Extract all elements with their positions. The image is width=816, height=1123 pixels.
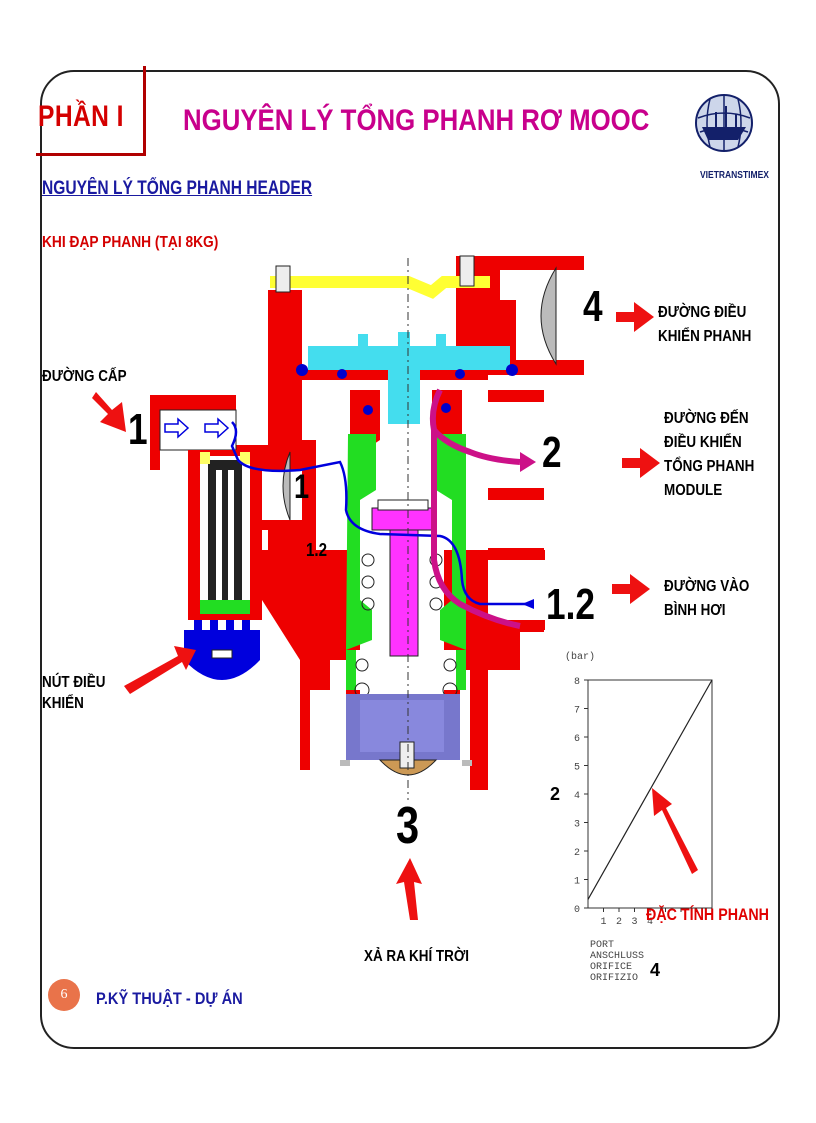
chart-y-tick-label: 8 bbox=[574, 677, 580, 688]
page-number-badge: 6 bbox=[48, 979, 80, 1011]
exhaust-label: XẢ RA KHÍ TRỜI bbox=[364, 948, 470, 965]
section-divider-horizontal bbox=[36, 153, 146, 156]
section-tag: PHẦN I bbox=[38, 100, 124, 133]
chart-unit-label: (bar) bbox=[565, 652, 596, 663]
chart-series-line bbox=[587, 679, 713, 900]
chart-x-tick-label: 2 bbox=[616, 917, 622, 928]
port12-pointer-arrow-icon bbox=[612, 574, 650, 604]
port4-pointer-arrow-icon bbox=[616, 302, 654, 332]
chart-y-tick-label: 2 bbox=[574, 848, 580, 859]
section-divider-vertical bbox=[143, 66, 146, 156]
chart-annotation: ĐẶC TÍNH PHANH bbox=[646, 905, 769, 924]
valve-stem bbox=[389, 529, 419, 657]
chart-y-tick-label: 7 bbox=[574, 706, 580, 717]
to-tank-label-2: BÌNH HƠI bbox=[664, 602, 726, 619]
control-line-label-1: ĐƯỜNG ĐIỀU bbox=[658, 304, 747, 321]
port-3-label: 3 bbox=[396, 797, 420, 855]
supply-inflow-arrow-icon bbox=[164, 417, 190, 439]
state-label: KHI ĐẠP PHANH (TẠI 8KG) bbox=[42, 234, 219, 251]
chart-annotation-arrow-icon bbox=[652, 788, 698, 874]
supply-filter-icon bbox=[282, 451, 291, 521]
chart-y-tick-label: 6 bbox=[574, 734, 580, 745]
port-4-label: 4 bbox=[583, 282, 603, 331]
port2-pointer-arrow-icon bbox=[622, 448, 660, 478]
right-bolt-icon bbox=[459, 255, 475, 287]
left-bolt-icon bbox=[275, 265, 291, 293]
right-valve bbox=[436, 434, 466, 650]
control-flow-arrow-icon bbox=[520, 452, 536, 472]
control-filter-icon bbox=[540, 266, 557, 366]
chart-x-caption-2: ANSCHLUSS bbox=[590, 951, 645, 962]
exhaust-pointer-arrow-icon bbox=[396, 858, 422, 920]
supply-line-label: ĐƯỜNG CẤP bbox=[42, 368, 127, 385]
chart-frame bbox=[587, 679, 713, 909]
footer-department: P.KỸ THUẬT - DỰ ÁN bbox=[96, 989, 243, 1008]
chart-x-caption-4: ORIFIZIO bbox=[590, 973, 639, 984]
chart-x-tick-label: 1 bbox=[600, 917, 606, 928]
to-tank-label-1: ĐƯỜNG VÀO bbox=[664, 578, 750, 595]
supply-flow-arrow-icon bbox=[522, 599, 534, 609]
chart-x-port-number: 4 bbox=[650, 960, 661, 980]
top-link-bar bbox=[270, 276, 490, 299]
to-module-label-4: MODULE bbox=[664, 482, 723, 499]
port-12-label: 1.2 bbox=[546, 580, 595, 629]
logo-text: VIETRANSTIMEX bbox=[700, 170, 769, 181]
chart-y-tick-label: 4 bbox=[574, 791, 580, 802]
to-module-label-2: ĐIỀU KHIỂN bbox=[664, 434, 742, 451]
port-1-inner-label: 1 bbox=[294, 468, 310, 506]
supply-flow-line bbox=[230, 421, 528, 606]
chart-y-port-number: 2 bbox=[550, 784, 561, 804]
chart-y-tick-label: 1 bbox=[574, 877, 580, 888]
supply-pointer-arrow-icon bbox=[92, 392, 126, 432]
port-12-inner-label: 1.2 bbox=[306, 540, 328, 560]
knob-pointer-arrow-icon bbox=[124, 646, 196, 694]
subtitle: NGUYÊN LÝ TỔNG PHANH HEADER bbox=[42, 178, 313, 199]
chart-y-tick-label: 3 bbox=[574, 820, 580, 831]
globe-ship-logo-icon bbox=[695, 94, 753, 152]
upper-piston bbox=[308, 346, 510, 424]
chart-x-caption-3: ORIFICE bbox=[590, 962, 633, 973]
control-knob-label-2: KHIỂN bbox=[42, 695, 84, 712]
control-flow-line-lower bbox=[431, 430, 521, 629]
left-valve bbox=[346, 434, 376, 650]
chart-x-tick-label: 3 bbox=[631, 917, 637, 928]
to-module-label-1: ĐƯỜNG ĐẾN bbox=[664, 410, 749, 427]
chart-x-tick-label: 4 bbox=[647, 917, 653, 928]
control-line-label-2: KHIỂN PHANH bbox=[658, 328, 752, 345]
chart-y-tick-label: 0 bbox=[574, 905, 580, 916]
control-knob-label-1: NÚT ĐIỀU bbox=[42, 674, 106, 691]
chart-x-caption-1: PORT bbox=[590, 940, 615, 951]
control-flow-line-upper bbox=[429, 388, 521, 465]
chart-y-tick-label: 5 bbox=[574, 763, 580, 774]
to-module-label-3: TỔNG PHANH bbox=[664, 458, 755, 475]
port-2-label: 2 bbox=[542, 428, 562, 477]
page-title: NGUYÊN LÝ TỔNG PHANH RƠ MOOC bbox=[183, 104, 650, 137]
port-1-label: 1 bbox=[128, 405, 148, 454]
